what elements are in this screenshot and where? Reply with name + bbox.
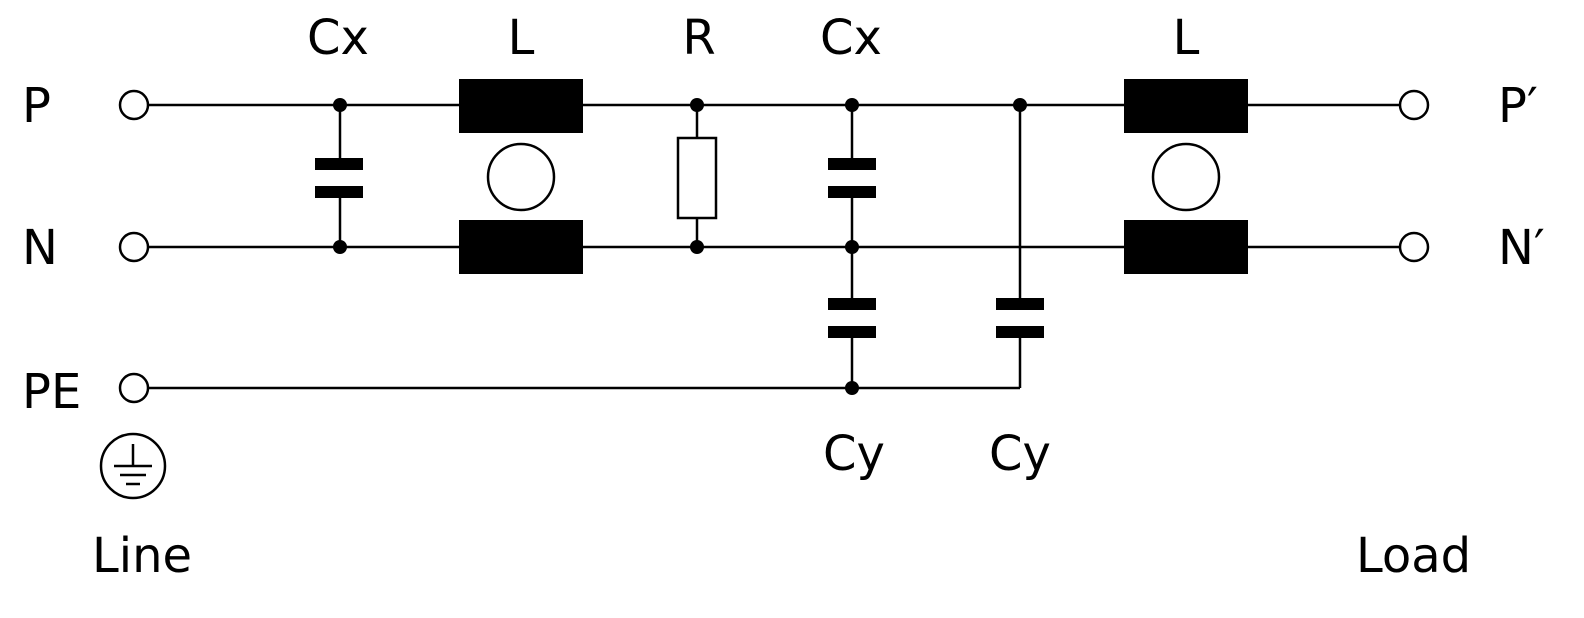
resistor-r [676, 136, 718, 220]
junctions [333, 98, 1027, 395]
terminal-n-out-label: N′ [1498, 220, 1545, 276]
terminal-p-out-label: P′ [1498, 78, 1538, 134]
cx1-label: Cx [307, 10, 369, 66]
terminal-p-in-label: P [22, 78, 51, 134]
capacitor-cx1 [315, 158, 363, 198]
r-label: R [682, 10, 715, 66]
line-side-label: Line [92, 528, 192, 584]
l1-label: L [508, 10, 535, 66]
cx2-label: Cx [820, 10, 882, 66]
capacitor-cy2 [996, 298, 1044, 338]
choke-l2 [1124, 79, 1248, 274]
terminal-pe-in [118, 372, 150, 404]
l2-label: L [1173, 10, 1200, 66]
cy2-label: Cy [989, 426, 1051, 482]
choke-l1 [459, 79, 583, 274]
terminal-p-out [1398, 89, 1430, 121]
capacitor-cy1 [828, 298, 876, 338]
terminal-n-out [1398, 231, 1430, 263]
terminal-n-in [118, 231, 150, 263]
terminal-n-in-label: N [22, 220, 58, 276]
load-side-label: Load [1356, 528, 1471, 584]
cy1-label: Cy [823, 426, 885, 482]
terminal-p-in [118, 89, 150, 121]
protective-earth-icon [99, 432, 167, 500]
terminal-pe-in-label: PE [22, 364, 81, 420]
capacitor-cx2 [828, 158, 876, 198]
